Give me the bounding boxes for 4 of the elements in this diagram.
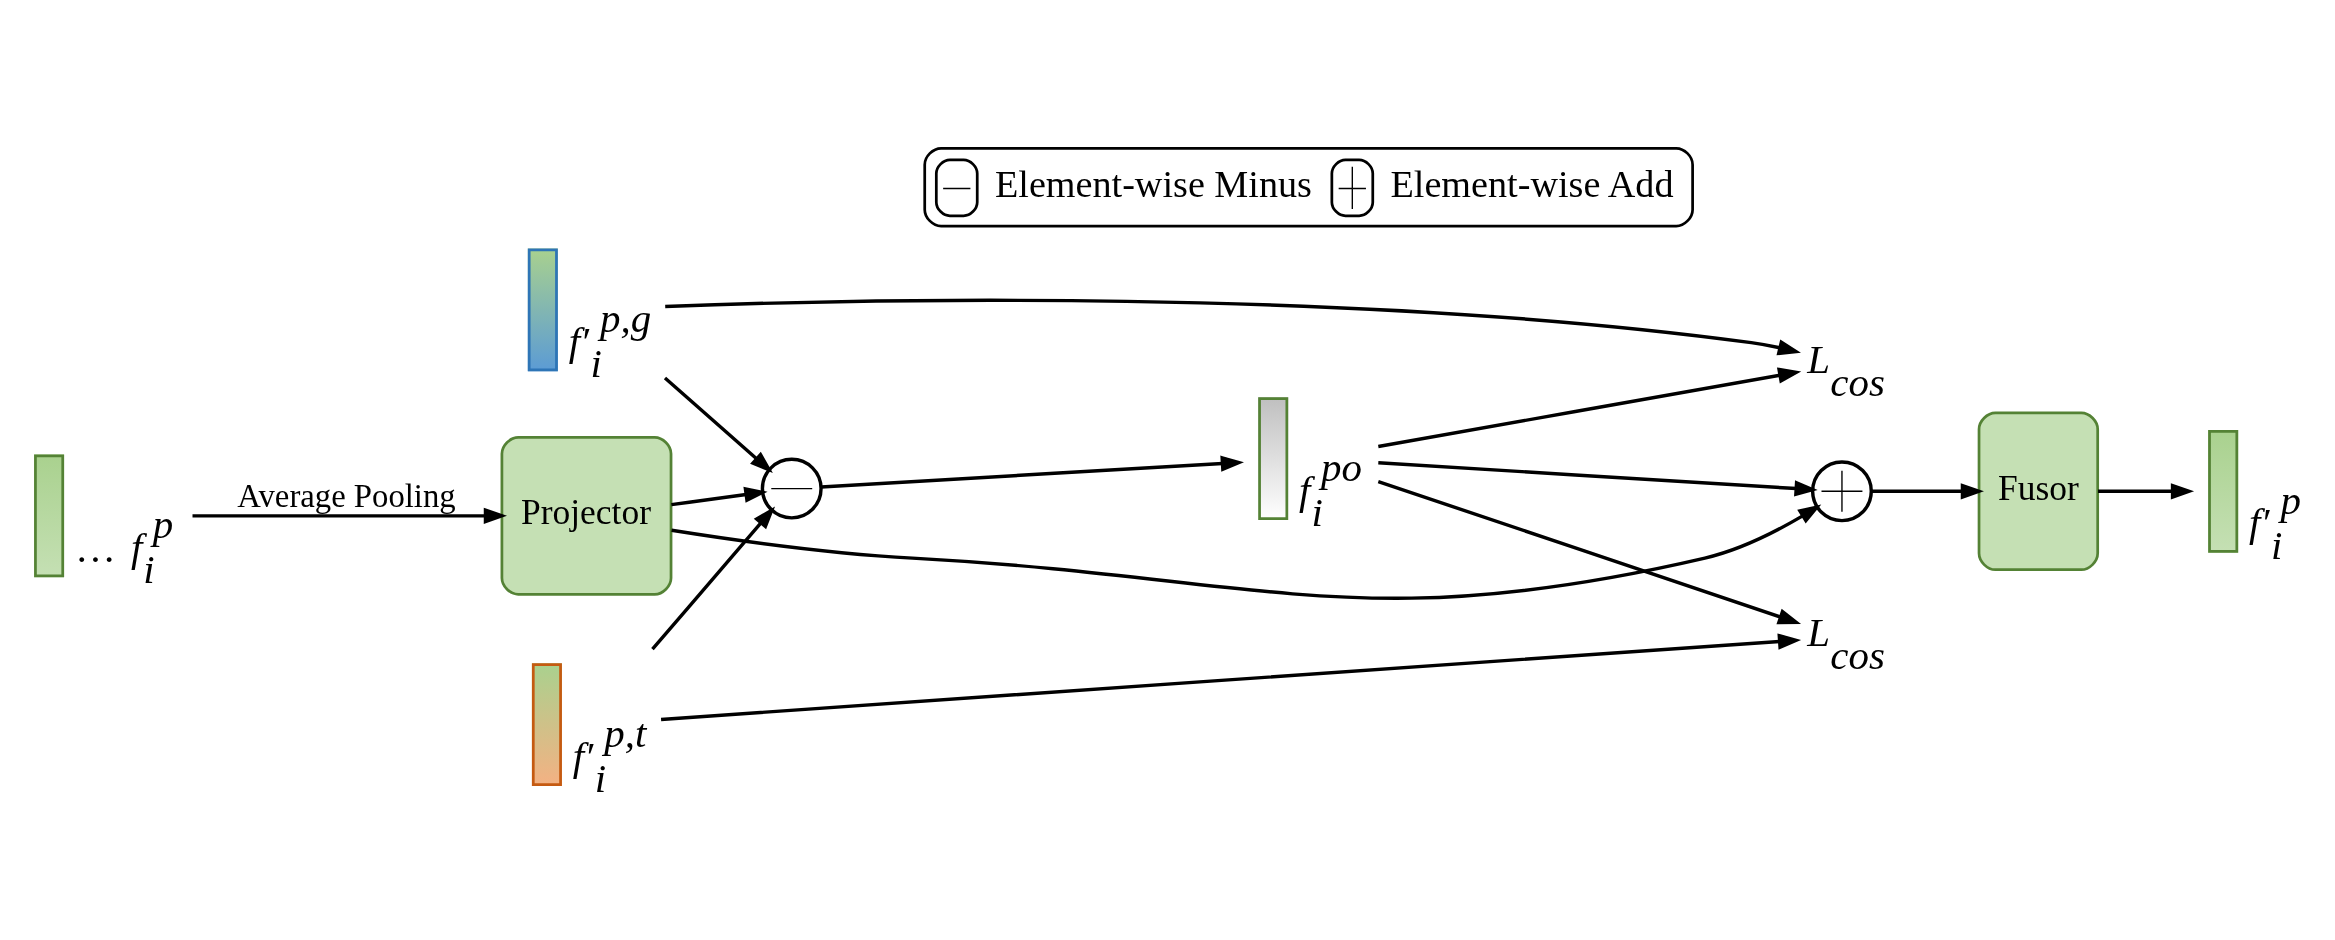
edge-label: Average Pooling bbox=[237, 477, 456, 514]
node-label: … bbox=[75, 525, 116, 571]
legend-label: Element-wise Add bbox=[1390, 162, 1674, 205]
legend-label: Element-wise Minus bbox=[994, 162, 1312, 205]
